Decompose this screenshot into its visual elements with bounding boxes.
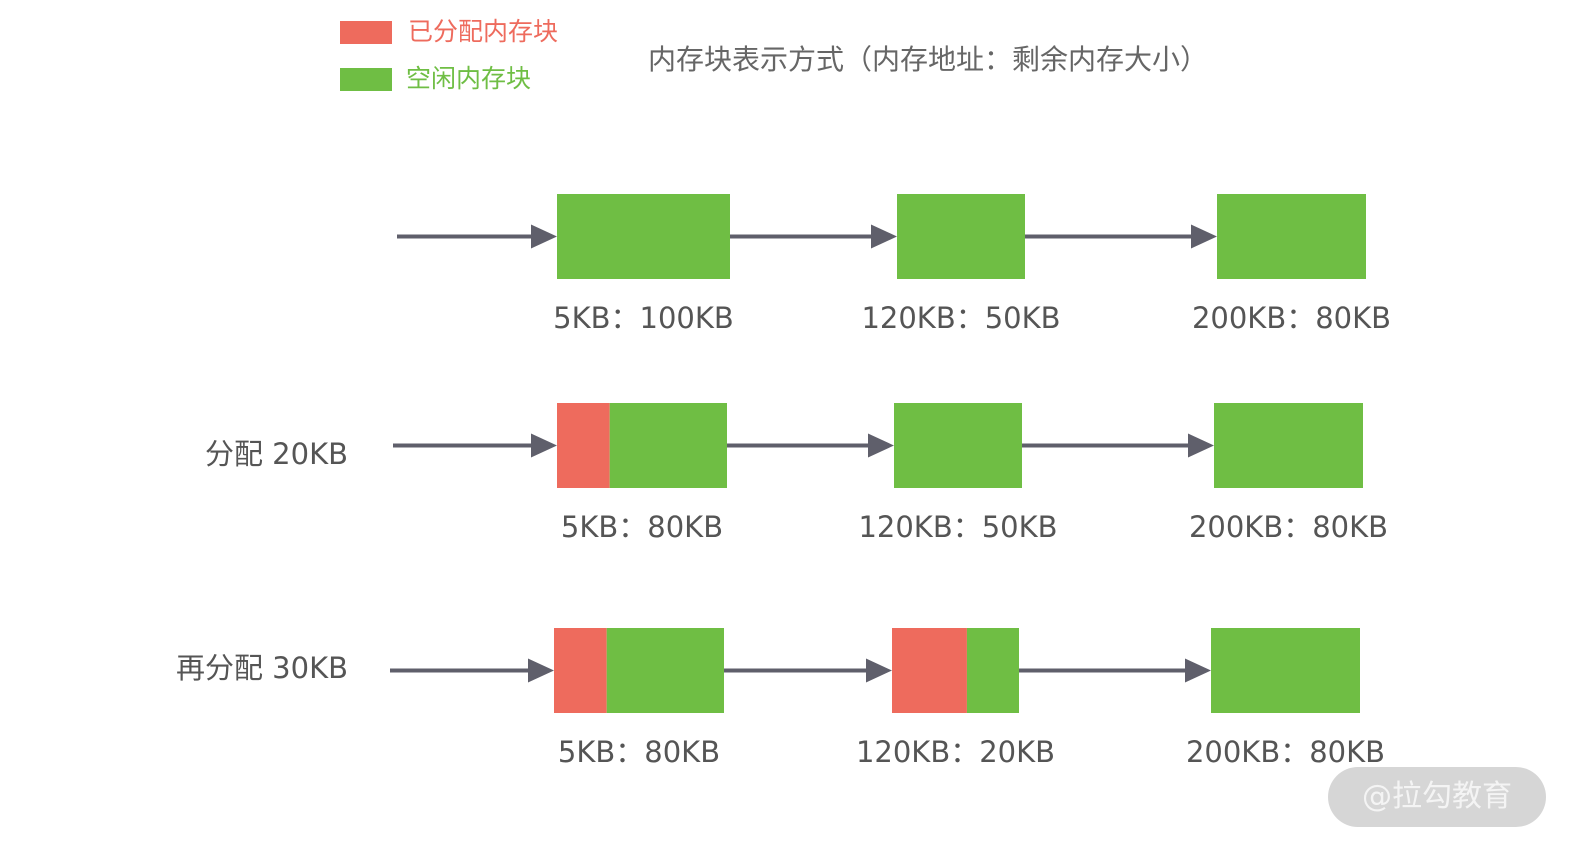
row-label: 再分配 30KB bbox=[176, 651, 348, 685]
diagram-title: 内存块表示方式（内存地址：剩余内存大小） bbox=[648, 43, 1209, 76]
allocated-segment bbox=[554, 628, 607, 713]
free-segment bbox=[1217, 194, 1366, 279]
legend-allocated-label: 已分配内存块 bbox=[408, 17, 559, 46]
block-caption: 200KB：80KB bbox=[1189, 510, 1388, 544]
allocated-segment bbox=[892, 628, 967, 713]
free-segment bbox=[897, 194, 1025, 279]
arrow-head-icon bbox=[866, 658, 892, 683]
block-caption: 120KB：50KB bbox=[861, 301, 1060, 335]
watermark: @拉勾教育 bbox=[1328, 767, 1546, 827]
legend-free-label: 空闲内存块 bbox=[406, 64, 532, 93]
free-segment bbox=[1211, 628, 1360, 713]
free-segment bbox=[609, 403, 727, 488]
free-segment bbox=[557, 194, 730, 279]
arrow-head-icon bbox=[528, 658, 554, 683]
arrow-head-icon bbox=[1188, 433, 1214, 458]
arrow-head-icon bbox=[531, 433, 557, 458]
block-caption: 200KB：80KB bbox=[1192, 301, 1391, 335]
arrow-head-icon bbox=[1185, 658, 1211, 683]
block-caption: 120KB：50KB bbox=[858, 510, 1057, 544]
block-caption: 200KB：80KB bbox=[1186, 735, 1385, 769]
legend-allocated-swatch bbox=[340, 21, 392, 44]
block-caption: 120KB：20KB bbox=[856, 735, 1055, 769]
arrow-head-icon bbox=[871, 224, 897, 249]
arrow-head-icon bbox=[868, 433, 894, 458]
arrow-head-icon bbox=[531, 224, 557, 249]
block-caption: 5KB：80KB bbox=[561, 510, 723, 544]
legend-free-swatch bbox=[340, 68, 392, 91]
free-segment bbox=[1214, 403, 1363, 488]
row-label: 分配 20KB bbox=[205, 437, 348, 471]
free-segment bbox=[966, 628, 1019, 713]
block-caption: 5KB：80KB bbox=[558, 735, 720, 769]
arrow-head-icon bbox=[1191, 224, 1217, 249]
block-caption: 5KB：100KB bbox=[553, 301, 734, 335]
free-segment bbox=[894, 403, 1022, 488]
allocated-segment bbox=[557, 403, 610, 488]
free-segment bbox=[606, 628, 724, 713]
